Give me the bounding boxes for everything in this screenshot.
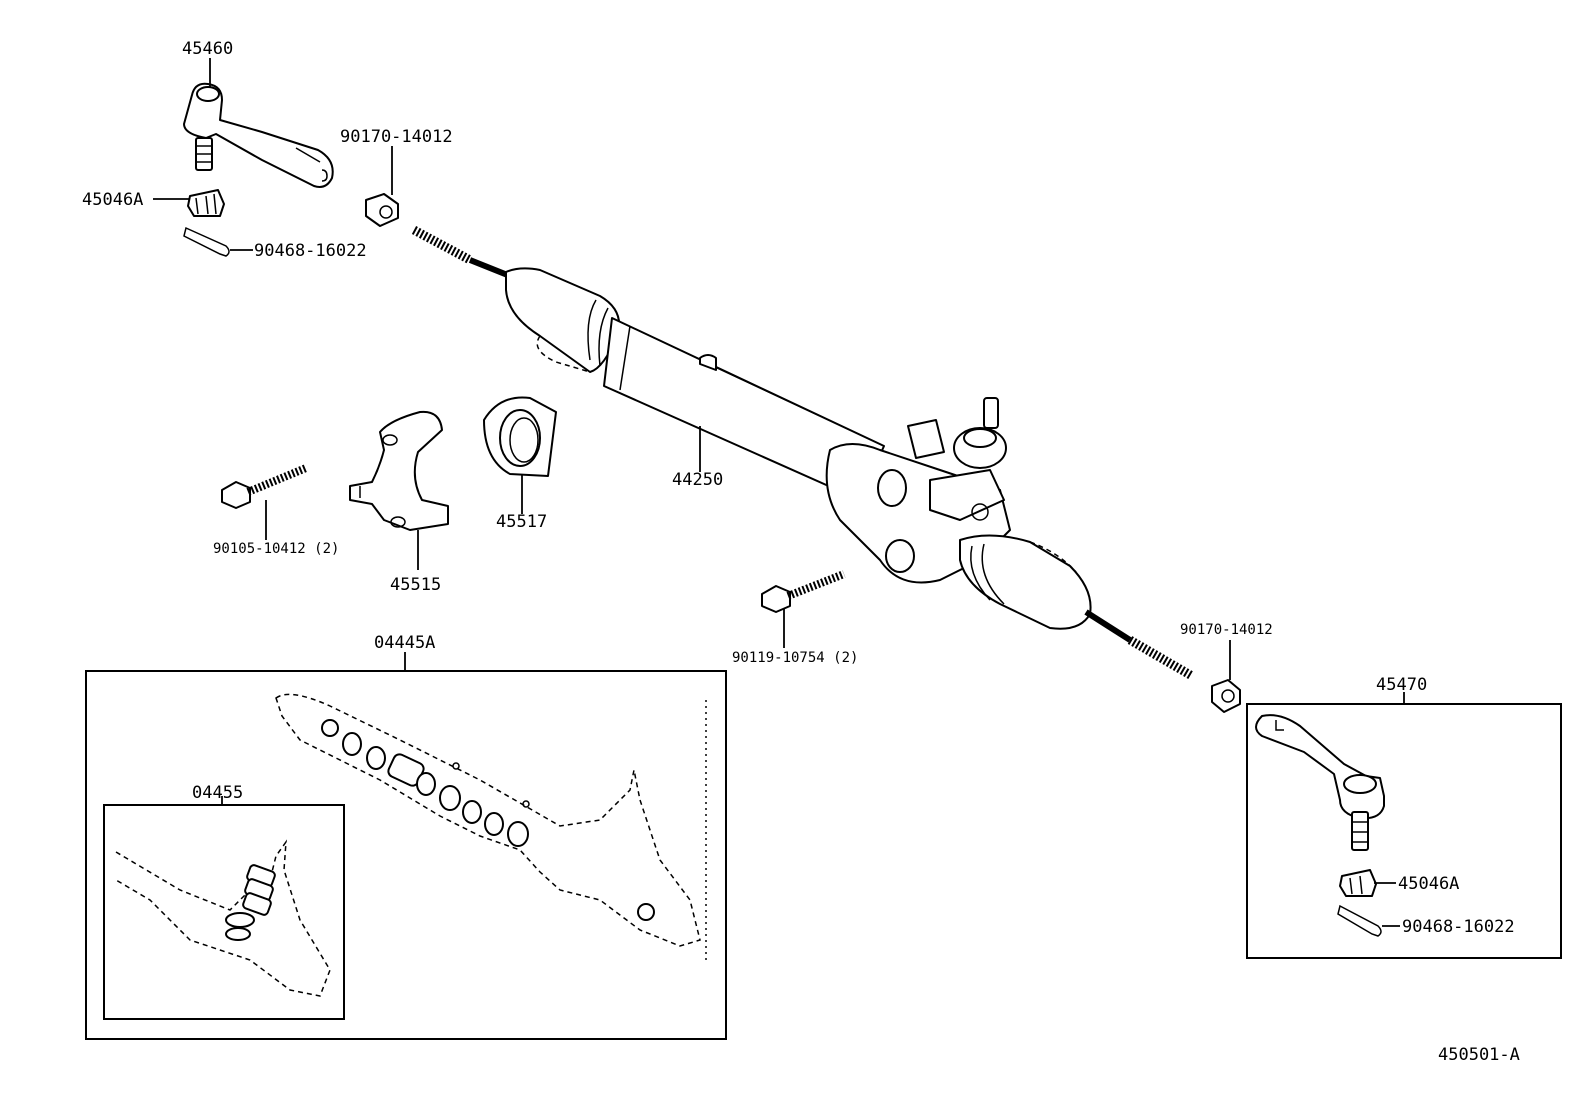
label-45460: 45460 (182, 39, 233, 59)
bracket (349, 410, 449, 531)
label-90468-16022-left: 90468-16022 (254, 241, 367, 261)
label-04455: 04455 (192, 783, 243, 803)
label-45515: 45515 (390, 575, 441, 595)
bolt-rack (761, 570, 846, 613)
label-04445A: 04445A (374, 633, 435, 653)
tie-rod-end-left (183, 82, 334, 188)
lock-nut-right (1211, 679, 1241, 713)
repair-kit-contents (275, 693, 701, 947)
diagram-code: 450501-A (1438, 1045, 1520, 1065)
label-90170-14012-right: 90170-14012 (1180, 622, 1273, 638)
tie-rod-end-right (1255, 714, 1385, 851)
steering-rack-assembly (411, 226, 1195, 680)
sub-kit-box (103, 804, 345, 1020)
label-44250: 44250 (672, 470, 723, 490)
label-45470: 45470 (1376, 675, 1427, 695)
label-90170-14012-left: 90170-14012 (340, 127, 453, 147)
repair-kit-box (85, 670, 727, 1040)
sub-kit-contents (115, 839, 331, 997)
grommet (483, 396, 557, 477)
bolt-bracket (221, 464, 308, 509)
label-45046A-right: 45046A (1398, 874, 1459, 894)
label-90105-10412: 90105-10412 (2) (213, 541, 339, 557)
label-45046A-left: 45046A (82, 190, 143, 210)
label-90119-10754: 90119-10754 (2) (732, 650, 858, 666)
label-90468-16022-right: 90468-16022 (1402, 917, 1515, 937)
label-45517: 45517 (496, 512, 547, 532)
castle-nut-left (187, 189, 225, 217)
castle-nut-right (1339, 869, 1377, 897)
cotter-pin-left (183, 226, 230, 257)
lock-nut-left (365, 193, 399, 227)
cotter-pin-right (1337, 904, 1382, 937)
